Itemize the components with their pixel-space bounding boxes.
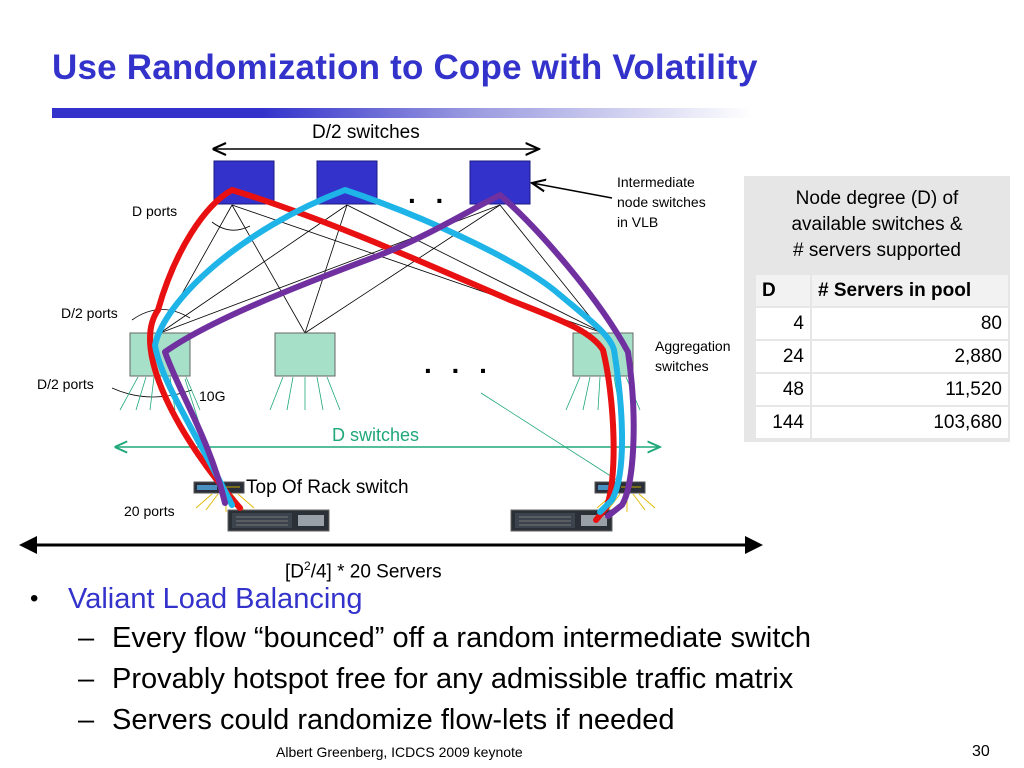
label-top-span: D/2 switches (312, 122, 420, 143)
table-row: 24 2,880 (756, 339, 1010, 373)
mesh-links (159, 204, 604, 334)
title-underline (52, 108, 752, 118)
footer-credit: Albert Greenberg, ICDCS 2009 keynote (276, 744, 523, 760)
table-row: 48 11,520 (756, 372, 1010, 406)
label-intermediate: Intermediate node switches in VLB (617, 174, 706, 230)
vlb-path-red (147, 187, 617, 523)
dash-icon: – (78, 663, 95, 695)
aggregation-downlinks (119, 376, 641, 411)
table-caption: Node degree (D) of available switches & … (791, 188, 963, 261)
vlb-path-cyan (152, 187, 626, 515)
table-cell-d: 144 (756, 405, 812, 438)
label-aggregation: Aggregation switches (655, 338, 731, 374)
ellipsis-mid: . . . (424, 348, 493, 379)
label-tor: Top Of Rack switch (246, 477, 409, 498)
label-half-ports-upper: D/2 ports (61, 305, 118, 321)
table-row: 4 80 (756, 306, 1010, 340)
dash-icon: – (78, 704, 95, 736)
d-ports-arc (211, 221, 251, 231)
table-cell-d: 48 (756, 372, 812, 406)
vlb-path-purple (162, 192, 637, 519)
table-row: 144 103,680 (756, 405, 1010, 438)
table-header-servers: # Servers in pool (811, 275, 1010, 307)
bullet-sub: – Servers could randomize flow-lets if n… (30, 700, 811, 741)
page-number: 30 (972, 743, 990, 760)
table-cell-d: 24 (756, 339, 812, 373)
server-left (227, 509, 330, 532)
agg-to-tor-link (480, 392, 621, 483)
label-10g: 10G (199, 388, 226, 404)
label-half-ports-lower: D/2 ports (37, 376, 94, 392)
bullet-list: • Valiant Load Balancing – Every flow “b… (30, 580, 811, 741)
bullet-sub: – Provably hotspot free for any admissib… (30, 659, 811, 700)
slide-title: Use Randomization to Cope with Volatilit… (52, 48, 758, 87)
bullet-sub: – Every flow “bounced” off a random inte… (30, 618, 811, 659)
table-cell-d: 4 (756, 306, 812, 340)
ellipsis-top: . . (408, 178, 450, 209)
servers-table: D # Servers in pool 4 80 24 2,880 48 11,… (756, 275, 1010, 438)
aggregation-switch-2 (274, 332, 336, 377)
intermediate-pointer-arrow (532, 183, 613, 199)
table-header-d: D (756, 275, 812, 307)
bullet-dot-icon: • (30, 585, 39, 612)
label-20-ports: 20 ports (124, 503, 175, 519)
node-degree-table-panel: Node degree (D) of available switches & … (744, 176, 1010, 442)
table-cell-servers: 103,680 (811, 405, 1010, 438)
dash-icon: – (78, 622, 95, 654)
table-cell-servers: 2,880 (811, 339, 1010, 373)
bullet-main: • Valiant Load Balancing (30, 580, 811, 618)
table-header-row: D # Servers in pool (756, 275, 1010, 307)
label-d-ports: D ports (132, 203, 178, 219)
label-servers-count: [D2/4] * 20 Servers (285, 559, 442, 583)
table-cell-servers: 80 (811, 306, 1010, 340)
label-d-switches: D switches (332, 425, 420, 445)
table-cell-servers: 11,520 (811, 372, 1010, 406)
